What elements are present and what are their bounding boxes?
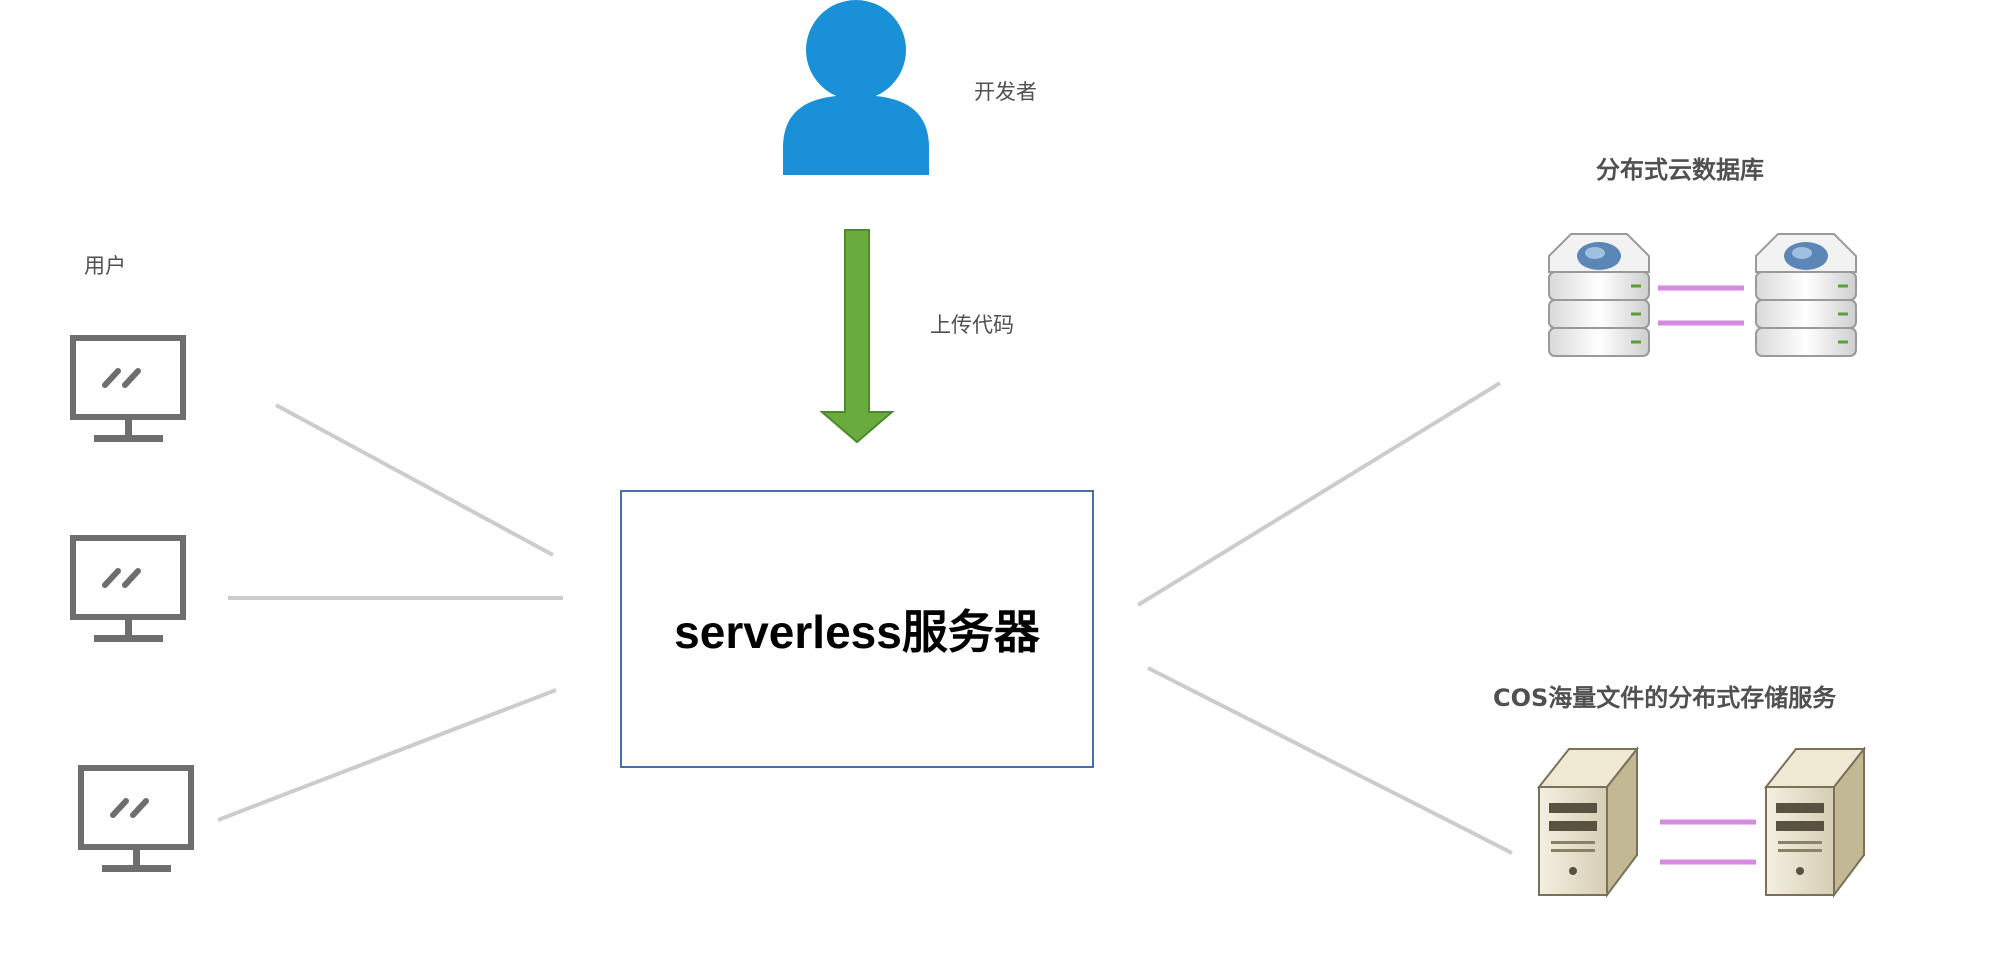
upload-arrow-icon [819,229,895,444]
serverless-server-box: serverless服务器 [620,490,1094,768]
connector-user1-server [275,403,554,557]
user-monitor-icon-3 [78,765,194,872]
connector-server-database [1136,381,1502,607]
developer-label: 开发者 [974,80,1037,104]
database-replication-link [1658,285,1744,326]
user-monitor-icon-1 [70,335,186,442]
user-monitor-icon-2 [70,535,186,642]
connector-user3-server [217,688,557,822]
database-server-icon-1 [1548,233,1650,357]
storage-label: COS海量文件的分布式存储服务 [1493,684,1837,712]
database-label: 分布式云数据库 [1596,156,1764,184]
database-server-icon-2 [1755,233,1857,357]
storage-replication-link [1660,819,1756,865]
connector-server-storage [1147,666,1513,855]
storage-server-icon-1 [1536,746,1640,898]
users-label: 用户 [84,254,126,278]
server-label: serverless服务器 [674,606,1040,658]
developer-person-icon [783,0,929,175]
upload-code-label: 上传代码 [930,313,1014,337]
storage-server-icon-2 [1763,746,1867,898]
